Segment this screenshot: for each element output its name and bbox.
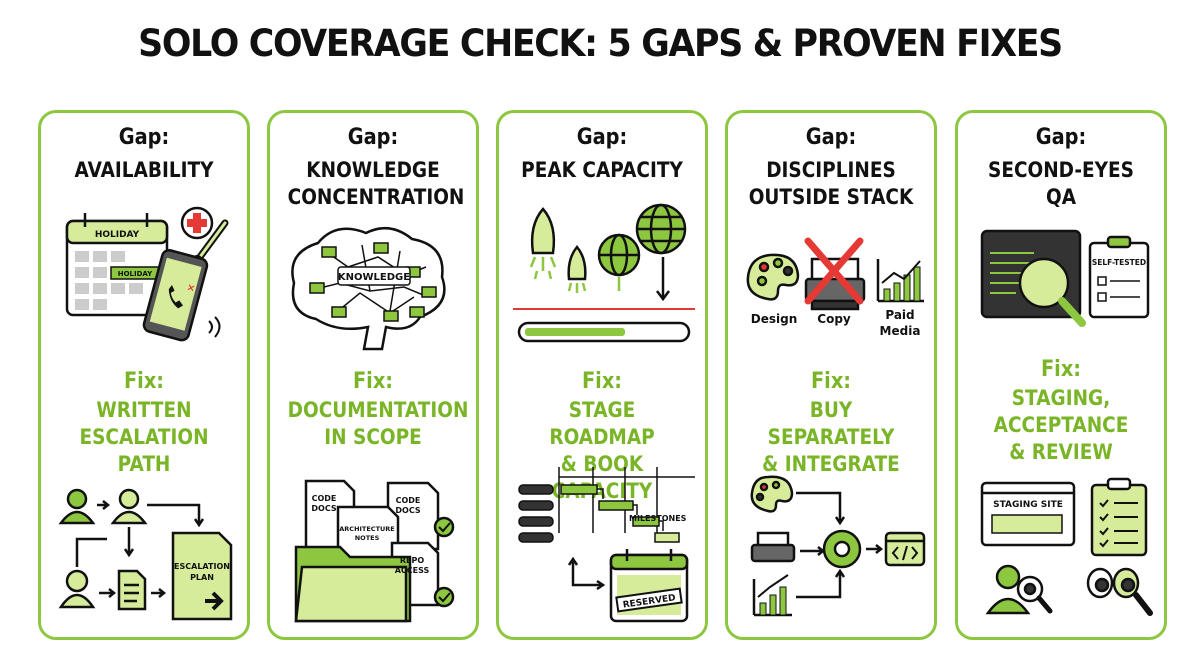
architecture-label: ARCHITECTURE	[339, 525, 394, 533]
brain-icon	[291, 226, 446, 351]
fix-title: STAGE ROADMAP & BOOK CAPACITY	[549, 398, 655, 503]
page-title: SOLO COVERAGE CHECK: 5 GAPS & PROVEN FIX…	[138, 22, 1063, 65]
eyes-icon	[1086, 567, 1153, 616]
fix-label: Fix:	[352, 369, 394, 394]
magnifier-icon	[1018, 257, 1086, 327]
fix-label: Fix:	[1040, 357, 1082, 382]
calendar-icon	[65, 213, 169, 317]
checkmark-icon	[433, 586, 455, 608]
svg-text:×: ×	[185, 282, 196, 295]
gap-title: PEAK CAPACITY	[521, 158, 683, 182]
typewriter-icon	[804, 257, 866, 311]
progress-bar	[517, 321, 691, 343]
user-icon	[58, 569, 96, 609]
folder-icon	[294, 545, 412, 623]
checkmark-icon	[433, 516, 455, 538]
holiday-label-small: HOLIDAY	[118, 270, 153, 278]
clipboard-icon	[1090, 477, 1148, 557]
repo-label: REPO	[400, 556, 424, 565]
palette-icon	[746, 253, 800, 301]
document-icon	[117, 569, 147, 611]
paid-label: Paid	[885, 308, 914, 322]
clipboard-icon	[1088, 235, 1150, 319]
code-label: CODE	[396, 496, 421, 505]
user-review-icon	[985, 564, 1053, 615]
code-window-icon	[884, 531, 926, 567]
escalation-path-illustration: ESCALATION PLAN	[58, 488, 233, 621]
gap-label: Gap:	[1035, 125, 1087, 150]
card-disciplines-outside-stack: Gap: DISCIPLINES OUTSIDE STACK Design Co…	[725, 110, 937, 640]
qa-inspection-illustration: SELF-TESTED	[980, 229, 1150, 327]
user-icon	[110, 488, 148, 525]
notes-label: NOTES	[355, 534, 380, 542]
card-peak-capacity: Gap: PEAK CAPACITY Fix: STAGE ROADMAP & …	[496, 110, 708, 640]
fix-title: DOCUMENTATION IN SCOPE	[287, 398, 469, 449]
globe-icon	[597, 233, 641, 291]
docs-label: DOCS	[395, 506, 420, 515]
gap-title: DISCIPLINES OUTSIDE STACK	[748, 158, 914, 209]
phone-icon: ×	[142, 248, 209, 342]
user-icon	[58, 488, 96, 525]
gap-title: KNOWLEDGE CONCENTRATION	[287, 158, 465, 209]
availability-illustration: HOLIDAY HOLIDAY ×	[65, 206, 229, 342]
milestones-label: MILESTONES	[629, 514, 687, 523]
staging-review-illustration: STAGING SITE	[980, 477, 1153, 616]
design-label: Design	[751, 312, 798, 326]
gap-label: Gap:	[347, 125, 399, 150]
bar-chart-icon	[876, 259, 924, 303]
cross-icon	[804, 237, 864, 305]
gear-icon	[822, 529, 862, 569]
media-label: Media	[880, 324, 921, 338]
holiday-label: HOLIDAY	[95, 230, 140, 240]
self-tested-label: SELF-TESTED	[1092, 258, 1146, 267]
gap-title: AVAILABILITY	[74, 158, 214, 182]
fix-label: Fix:	[810, 369, 852, 394]
plan-label: PLAN	[190, 573, 214, 582]
code-label: CODE	[312, 494, 337, 503]
staging-site-label: STAGING SITE	[993, 500, 1063, 510]
access-label: ACCESS	[395, 566, 430, 575]
docs-label: DOCS	[311, 504, 336, 513]
fix-title: STAGING, ACCEPTANCE & REVIEW	[993, 386, 1129, 464]
documentation-folder-illustration: CODE DOCS CODE DOCS ARCHITECTURE NOTES R…	[294, 479, 455, 623]
fix-label: Fix:	[581, 369, 623, 394]
peak-capacity-illustration	[513, 203, 695, 343]
integration-illustration	[750, 475, 926, 617]
bar-chart-icon	[752, 574, 792, 617]
copy-label: Copy	[817, 312, 851, 326]
gap-label: Gap:	[576, 125, 628, 150]
rocket-icon	[567, 245, 587, 293]
card-second-eyes-qa: Gap: SECOND-EYES QA SELF-TESTED Fix: STA…	[955, 110, 1167, 640]
disciplines-illustration: Design Copy Paid Media	[746, 237, 924, 338]
card-availability: Gap: AVAILABILITY HOLIDAY HOLIDAY ×	[38, 110, 250, 640]
fix-label: Fix:	[123, 369, 165, 394]
gap-label: Gap:	[805, 125, 857, 150]
fix-title: BUY SEPARATELY & INTEGRATE	[762, 398, 900, 476]
gap-label: Gap:	[118, 125, 170, 150]
palette-icon	[750, 475, 794, 513]
typewriter-icon	[750, 531, 796, 563]
card-knowledge-concentration: Gap: KNOWLEDGE CONCENTRATION KNOWLEDGE F…	[267, 110, 479, 640]
gap-title: SECOND-EYES QA	[988, 158, 1134, 209]
knowledge-brain-illustration: KNOWLEDGE	[291, 226, 446, 351]
knowledge-label: KNOWLEDGE	[338, 272, 410, 283]
fix-title: WRITTEN ESCALATION PATH	[79, 398, 209, 476]
escalation-label: ESCALATION	[174, 562, 230, 571]
globe-icon	[635, 203, 687, 255]
medical-cross-icon	[180, 206, 214, 240]
browser-window-icon	[980, 481, 1076, 547]
rocket-icon	[529, 207, 557, 280]
roadmap-gantt-illustration: MILESTONES RESERVED	[518, 467, 695, 623]
